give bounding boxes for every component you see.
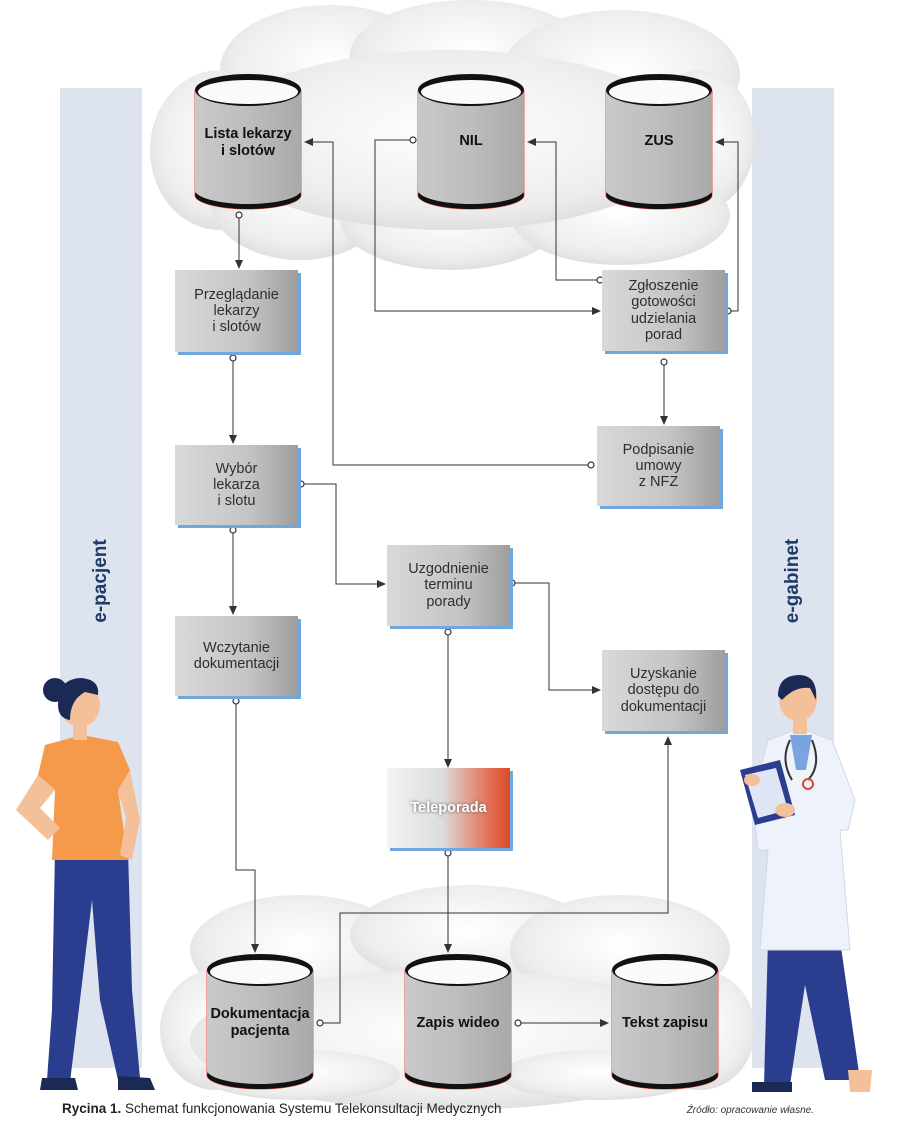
db-label-nil: NIL (459, 132, 483, 149)
process-readiness: Zgłoszenie gotowości udzielania porad (602, 270, 725, 351)
process-choose: Wybór lekarza i slotu (175, 445, 298, 525)
edge-readiness-to-zus (715, 138, 739, 312)
db-label-zus: ZUS (644, 132, 674, 149)
db-zus (605, 74, 713, 210)
db-lista-lekarzy (194, 74, 302, 210)
db-zapis-wideo (404, 954, 512, 1090)
edge-nil-to-readiness (374, 139, 601, 315)
process-doc-access: Uzyskanie dostępu do dokumentacji (602, 650, 725, 731)
db-nil (417, 74, 525, 210)
patient-figure-icon (16, 678, 155, 1090)
process-upload-docs: Wczytanie dokumentacji (175, 616, 298, 696)
db-label-zapis-wideo: Zapis wideo (416, 1014, 500, 1031)
db-tekst-zapisu (611, 954, 719, 1090)
process-teleporada: Teleporada (387, 768, 510, 848)
edge-nfz-to-lista (304, 138, 591, 466)
process-agree-date: Uzgodnienie terminu porady (387, 545, 510, 626)
edge-agree-to-access (512, 582, 601, 694)
figure-source: Źródło: opracowanie własne. (686, 1105, 814, 1116)
edge-readiness-to-nil (527, 138, 600, 281)
connectors (229, 138, 739, 1027)
lane-label-e-pacjent: e-pacjent (90, 539, 111, 623)
db-dokumentacja-pacjenta (206, 954, 314, 1090)
edge-upload-to-docs (235, 701, 259, 953)
db-label-tekst-zapisu: Tekst zapisu (622, 1014, 708, 1031)
lane-label-e-gabinet: e-gabinet (782, 538, 803, 624)
db-label-lista-lekarzy: Lista lekarzy i slotów (204, 126, 292, 159)
figure-caption: Rycina 1. Schemat funkcjonowania Systemu… (62, 1101, 502, 1116)
process-browse: Przeglądanie lekarzy i slotów (175, 270, 298, 352)
edge-docs-to-access (320, 736, 672, 1024)
connector-dots (229, 136, 732, 1027)
caption-label: Rycina 1. (62, 1101, 122, 1116)
doctor-figure-icon (740, 675, 872, 1092)
process-nfz-contract: Podpisanie umowy z NFZ (597, 426, 720, 506)
db-label-dokumentacja-pacjenta: Dokumentacja pacjenta (210, 1006, 310, 1039)
caption-text: Schemat funkcjonowania Systemu Telekonsu… (125, 1101, 502, 1116)
edge-choose-to-agree (301, 483, 386, 588)
